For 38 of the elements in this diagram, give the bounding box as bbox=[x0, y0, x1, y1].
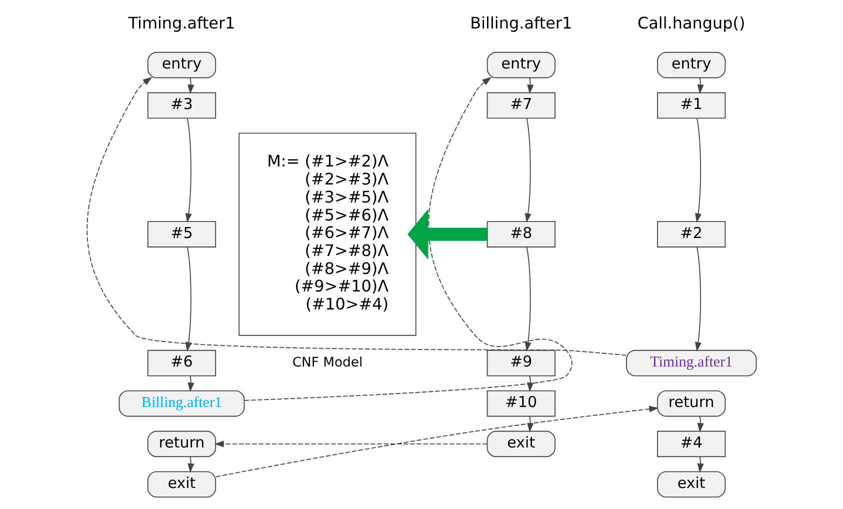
node-box: exit bbox=[147, 471, 216, 498]
arrow bbox=[695, 246, 702, 352]
node-box: entry bbox=[657, 52, 726, 78]
node-box: #1 bbox=[657, 92, 726, 119]
label: Billing.after1 bbox=[470, 13, 572, 32]
node-box: #7 bbox=[486, 92, 556, 119]
node-box: #4 bbox=[657, 430, 726, 458]
node-box: #6 bbox=[147, 350, 216, 376]
node-box: #5 bbox=[147, 221, 216, 248]
node-box: Billing.after1 bbox=[118, 390, 245, 417]
node-box: return bbox=[147, 430, 216, 458]
node-box: #10 bbox=[486, 390, 556, 417]
node-box: return bbox=[657, 390, 726, 417]
node-box: entry bbox=[147, 52, 216, 78]
arrow bbox=[185, 118, 192, 223]
arrow bbox=[185, 246, 192, 352]
arrow bbox=[408, 208, 488, 260]
node-box: #2 bbox=[657, 221, 726, 248]
arrow bbox=[697, 456, 704, 473]
label: Call.hangup() bbox=[637, 13, 746, 32]
node-box: entry bbox=[486, 52, 556, 78]
node-box: #9 bbox=[486, 350, 556, 376]
arrow bbox=[695, 118, 702, 223]
node-box: exit bbox=[486, 430, 556, 458]
node-box: Timing.after1 bbox=[626, 350, 757, 376]
arrow bbox=[697, 77, 704, 94]
node-box: #3 bbox=[147, 92, 216, 119]
node-box: exit bbox=[657, 471, 726, 498]
arrow bbox=[524, 118, 532, 223]
node-box: #8 bbox=[486, 221, 556, 248]
arrow bbox=[697, 416, 704, 432]
node-box: M:= (#1>#2)Λ (#2>#3)Λ (#3>#5)Λ (#5>#6)Λ (#6>#7)Λ (#7>#8)Λ (#8>#9)Λ (#9>#10)Λ (#10>#4) bbox=[238, 132, 416, 336]
arrow bbox=[216, 406, 659, 478]
arrow bbox=[524, 246, 532, 352]
label: Timing.after1 bbox=[128, 13, 236, 32]
arrow bbox=[188, 77, 194, 94]
arrow bbox=[214, 440, 488, 448]
node-label: CNF Model bbox=[292, 356, 363, 371]
